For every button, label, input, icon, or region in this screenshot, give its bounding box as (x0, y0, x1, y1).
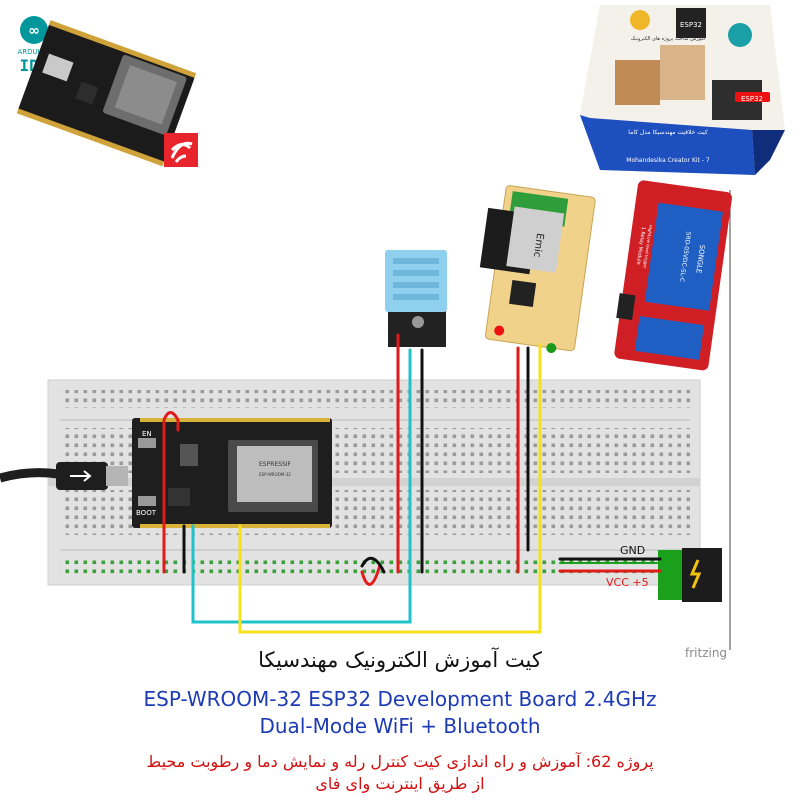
dht11-sensor (385, 250, 447, 347)
usb-cable (0, 462, 128, 490)
kit-box-tag: ESP32 (741, 95, 763, 103)
arduino-name-text: ARDUINO (18, 48, 51, 56)
esp32-module-sub: ESP-WROOM-32 (259, 472, 291, 477)
boot-label: BOOT (136, 509, 157, 517)
relay-module-title: 1 Relay Module (635, 226, 646, 265)
wire-red-jumper (360, 563, 382, 586)
kit-box-side-text: آموزش ساخت پروژه های الکترونیک (631, 35, 706, 42)
relay-brand: Emic (531, 232, 545, 258)
caption-board-features: Dual-Mode WiFi + Bluetooth (259, 714, 541, 738)
kit-box-front-brand: Mohandesika Creator Kit - 7 (626, 157, 710, 164)
espressif-logo (164, 133, 198, 167)
relay-module-trigger: High/Low level trigger (642, 224, 653, 269)
caption-project-line1: پروژه 62: آموزش و راه اندازی کیت کنترل ر… (146, 752, 654, 771)
relay-module: SRD-05VDC-SL-C SONGLE 1 Relay Module Hig… (614, 180, 732, 371)
relay-module-brand: SONGLE (694, 244, 706, 274)
vcc-label: VCC +5 (606, 576, 649, 589)
svg-text:∞: ∞ (28, 23, 40, 39)
wires (162, 333, 662, 634)
en-label: EN (142, 430, 152, 438)
fritzing-watermark: fritzing (685, 646, 727, 660)
kit-box-badge: ESP32 (680, 21, 702, 29)
power-jack: GND VCC +5 (606, 544, 722, 602)
esp32-board: ESPRESSIF ESP-WROOM-32 EN BOOT (132, 418, 332, 528)
wire-yellow-relay-in (238, 343, 542, 634)
relay-kit: Emic (479, 185, 596, 354)
caption-project-line2: از طریق اینترنت وای فای (315, 774, 485, 793)
kit-box-front-text: کیت خلاقیت مهندسیکا مدل کاما (628, 129, 708, 136)
caption-board-name: ESP-WROOM-32 ESP32 Development Board 2.4… (143, 687, 657, 711)
esp32-module-chip: ESPRESSIF (259, 461, 292, 468)
esp32-board-photo (16, 20, 197, 167)
wire-cyan-dht-data (191, 348, 412, 624)
caption-title-fa: کیت آموزش الکترونیک مهندسیکا (258, 648, 542, 672)
wire-black-jumper (360, 556, 386, 574)
kit-box-photo: ESP32 ESP32 کیت خلاقیت مهندسیکا مدل کاما… (580, 5, 785, 175)
wire-red-esp-3v3 (162, 411, 180, 574)
gnd-label: GND (620, 544, 645, 557)
